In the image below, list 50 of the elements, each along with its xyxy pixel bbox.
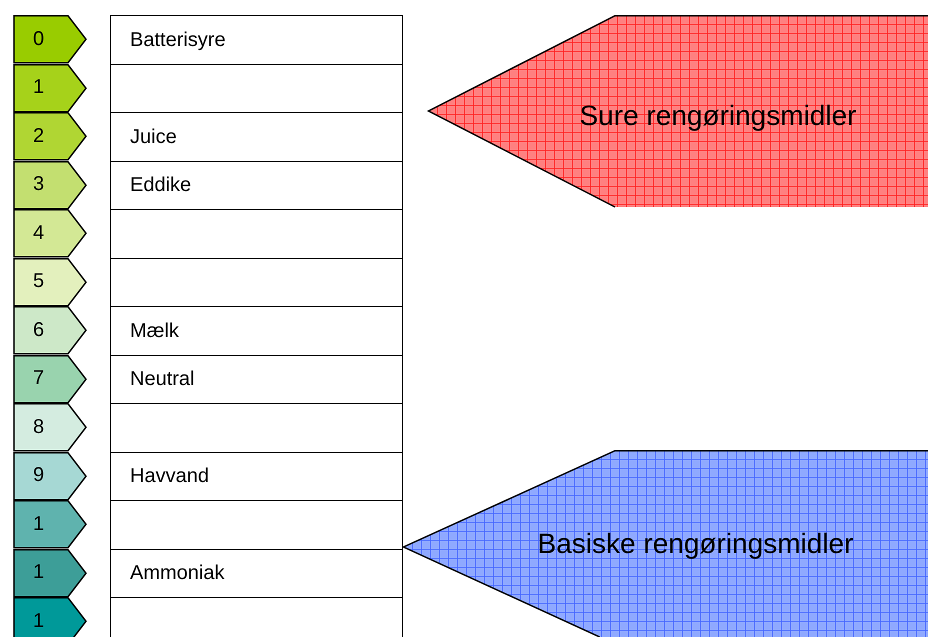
ph-value-tab xyxy=(13,452,87,500)
table-row xyxy=(110,354,403,404)
ph-value: 0 xyxy=(33,28,44,51)
ph-value-tab xyxy=(13,354,87,403)
ph-value: 6 xyxy=(33,318,44,342)
ph-value: 7 xyxy=(33,367,44,390)
ph-value: 8 xyxy=(33,416,44,439)
ph-value-tab xyxy=(13,500,87,548)
table-row xyxy=(110,500,403,550)
ph-value-tab xyxy=(13,306,87,354)
ph-value: 1 xyxy=(33,610,44,633)
table-row xyxy=(110,15,403,65)
substance-label: Ammoniak xyxy=(130,562,224,585)
ph-value: 1 xyxy=(33,512,44,536)
pointer-arrow-shape xyxy=(403,450,928,637)
ph-value-tab xyxy=(13,597,87,637)
ph-value: 3 xyxy=(33,173,44,196)
table-row xyxy=(110,209,403,259)
table-row xyxy=(110,112,403,162)
table-row xyxy=(110,452,403,502)
table-row xyxy=(110,403,403,453)
category-label: Sure rengøringsmidler xyxy=(580,100,856,132)
ph-value-tab xyxy=(13,15,87,64)
substance-label: Neutral xyxy=(130,368,194,391)
ph-value: 5 xyxy=(33,270,44,294)
substance-label: Juice xyxy=(130,126,177,148)
ph-value-tab xyxy=(13,548,87,597)
ph-value-tab xyxy=(13,112,87,160)
table-row xyxy=(110,160,403,210)
ph-value: 9 xyxy=(33,464,44,488)
ph-value-tab xyxy=(13,258,87,306)
table-row xyxy=(110,64,403,114)
category-label: Basiske rengøringsmidler xyxy=(538,528,854,560)
ph-value: 1 xyxy=(33,76,44,100)
ph-value: 2 xyxy=(33,124,44,148)
substance-label: Eddike xyxy=(130,174,192,197)
substance-label: Batterisyre xyxy=(130,28,226,52)
substance-label: Havvand xyxy=(130,465,209,488)
ph-value: 4 xyxy=(33,222,44,245)
ph-value-tab xyxy=(13,64,87,112)
pointer-arrow-shape xyxy=(428,15,928,207)
table-row xyxy=(110,548,403,598)
substance-label: Mælk xyxy=(130,320,179,342)
table-row xyxy=(110,306,403,356)
ph-value-tab xyxy=(13,160,87,209)
ph-value-tab xyxy=(13,209,87,258)
table-row xyxy=(110,258,403,308)
ph-value-tab xyxy=(13,403,87,452)
table-row xyxy=(110,597,403,637)
ph-value: 1 xyxy=(33,561,44,584)
